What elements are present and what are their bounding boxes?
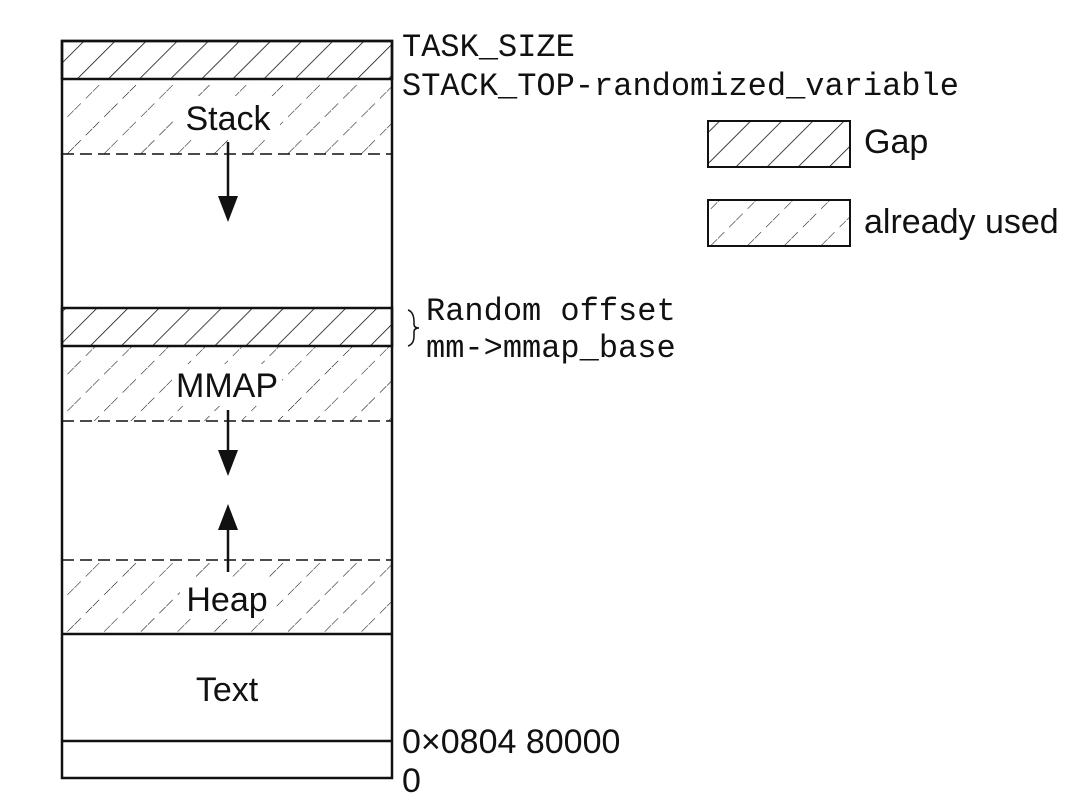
- arrow-down-icon: [218, 142, 238, 222]
- arrow-down-icon: [218, 410, 238, 476]
- legend-gap-swatch: [707, 120, 851, 168]
- stack-top-label: STACK_TOP-randomized_variable: [402, 68, 959, 105]
- task-size-label: TASK_SIZE: [402, 29, 575, 66]
- right-brace-icon: [407, 309, 420, 347]
- legend: Gap already used: [707, 120, 1059, 247]
- mmap-base-label: mm->mmap_base: [426, 330, 676, 367]
- random-offset-label: Random offset: [426, 293, 676, 330]
- text-label: Text: [196, 671, 259, 709]
- gap-top: [60, 39, 394, 81]
- legend-used-label: already used: [864, 203, 1059, 241]
- text-start-address: 0×0804 80000: [402, 723, 620, 761]
- zero-address: 0: [402, 762, 421, 800]
- heap-label: Heap: [186, 581, 267, 619]
- mmap-label: MMAP: [176, 367, 278, 405]
- stack-label: Stack: [185, 100, 271, 138]
- gap-random-offset: [60, 306, 394, 348]
- legend-used-swatch: [707, 199, 851, 247]
- legend-gap-label: Gap: [864, 123, 928, 161]
